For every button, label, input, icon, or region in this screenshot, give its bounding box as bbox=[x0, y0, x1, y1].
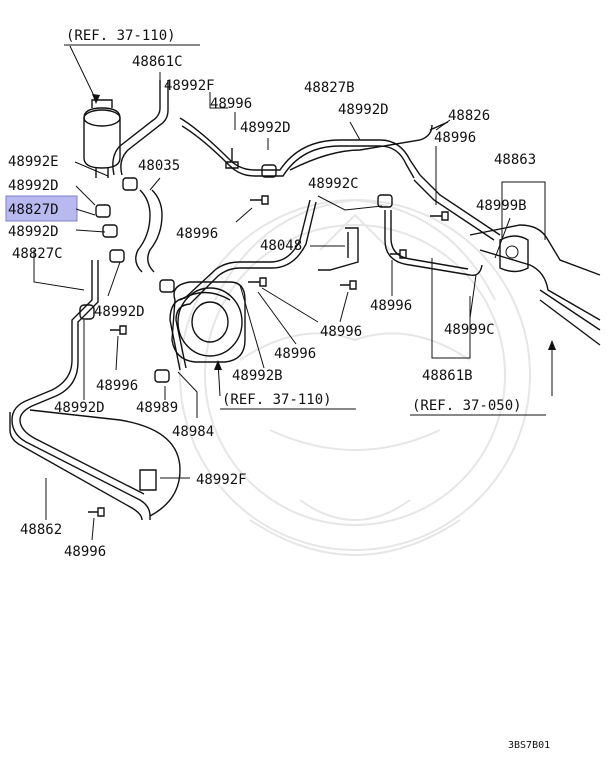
diagram-code: 3BS7B01 bbox=[508, 740, 550, 751]
tube-48861B bbox=[384, 210, 483, 276]
part-label-48989: 48989 bbox=[136, 400, 178, 416]
bracket-48048 bbox=[318, 227, 359, 271]
part-label-48999C: 48999C bbox=[444, 322, 495, 338]
hose-48861C bbox=[120, 80, 169, 176]
part-label-48992F-bottom: 48992F bbox=[196, 472, 247, 488]
ref-frames bbox=[64, 44, 546, 416]
bolts bbox=[88, 148, 449, 517]
part-label-48999B: 48999B bbox=[476, 198, 527, 214]
part-label-48992B: 48992B bbox=[232, 368, 283, 384]
part-label-48996-c: 48996 bbox=[176, 226, 218, 242]
part-label-48992C: 48992C bbox=[308, 176, 359, 192]
hose-48035 bbox=[135, 189, 151, 273]
leader-lines bbox=[33, 45, 553, 541]
clamps bbox=[79, 164, 393, 383]
part-label-48992D-c: 48992D bbox=[8, 178, 59, 194]
part-label-48992D-e: 48992D bbox=[94, 304, 145, 320]
part-label-48996-a: 48996 bbox=[210, 96, 252, 112]
part-label-48984: 48984 bbox=[172, 424, 214, 440]
part-label-48863: 48863 bbox=[494, 152, 536, 168]
ref-label-right: (REF. 37-050) bbox=[412, 398, 522, 414]
tube-48862 bbox=[11, 260, 151, 520]
ref-label-mid: (REF. 37-110) bbox=[222, 392, 332, 408]
part-label-48861B: 48861B bbox=[422, 368, 473, 384]
ref-arrows bbox=[92, 94, 556, 370]
part-label-48996-g: 48996 bbox=[96, 378, 138, 394]
part-label-48826: 48826 bbox=[448, 108, 490, 124]
part-label-48996-d: 48996 bbox=[370, 298, 412, 314]
highlight-box bbox=[5, 195, 78, 222]
part-label-48992D-f: 48992D bbox=[54, 400, 105, 416]
part-label-48861C: 48861C bbox=[132, 54, 183, 70]
watermark-emblem bbox=[179, 198, 531, 556]
tube-48827C bbox=[169, 199, 311, 371]
part-label-48035: 48035 bbox=[138, 158, 180, 174]
part-label-48992D-d: 48992D bbox=[8, 224, 59, 240]
part-label-48827C: 48827C bbox=[12, 246, 63, 262]
part-label-48827B: 48827B bbox=[304, 80, 355, 96]
part-label-48996-f: 48996 bbox=[274, 346, 316, 362]
part-label-48992D-b: 48992D bbox=[240, 120, 291, 136]
ref-label-top: (REF. 37-110) bbox=[66, 28, 176, 44]
tube-48827B bbox=[179, 117, 421, 176]
part-label-48048: 48048 bbox=[260, 238, 302, 254]
part-label-48992E: 48992E bbox=[8, 154, 59, 170]
steering-rack bbox=[469, 224, 601, 346]
part-label-48996-e: 48996 bbox=[320, 324, 362, 340]
part-label-48992F-top: 48992F bbox=[164, 78, 215, 94]
part-label-48862: 48862 bbox=[20, 522, 62, 538]
tube-48826 bbox=[289, 124, 433, 171]
part-label-48996-b: 48996 bbox=[434, 130, 476, 146]
reservoir-tank bbox=[83, 99, 121, 178]
part-label-48992D-a: 48992D bbox=[338, 102, 389, 118]
part-label-48996-h: 48996 bbox=[64, 544, 106, 560]
part-label-48827D: 48827D bbox=[8, 202, 59, 218]
